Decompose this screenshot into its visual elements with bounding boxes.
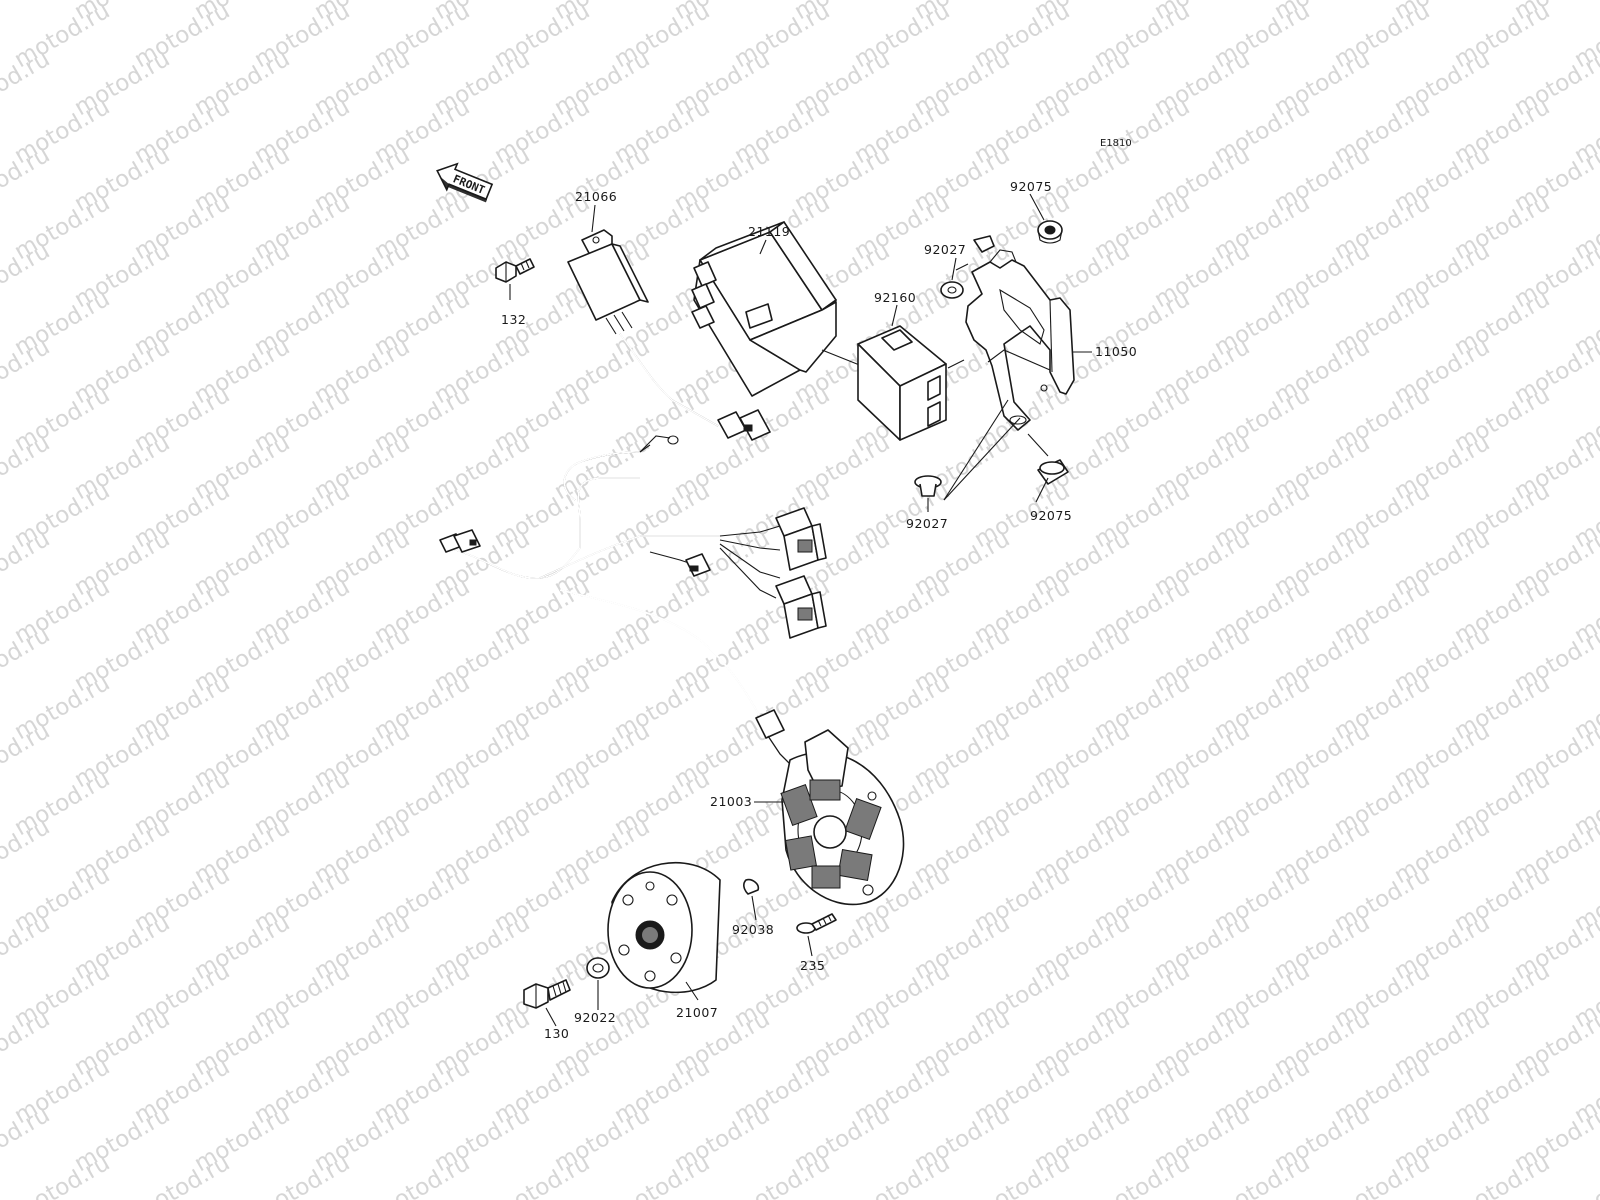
watermark-text: motod.ru [0,0,54,25]
washer-92022 [586,957,610,979]
watermark-text: motod.ru [1450,1150,1554,1200]
watermark-text: motod.ru [970,1150,1074,1200]
watermark-text: motod.ru [10,1150,114,1200]
watermark-text: motod.ru [0,718,54,793]
collar-92027-top [940,263,969,299]
part-label-92022: 92022 [574,1010,616,1025]
stator-coils [780,779,882,889]
wiring-harness [439,435,827,765]
part-label-11050: 11050 [1095,344,1137,359]
watermark-text: motod.ru [0,814,54,889]
watermark-text: motod.ru [0,142,54,217]
part-label-92027-bottom: 92027 [906,516,948,531]
cdi-unit-21119 [691,221,863,397]
watermark-text: motod.ru [0,238,54,313]
bracket-11050 [965,235,1075,431]
bolt-132 [495,258,535,283]
part-label-21119: 21119 [748,224,790,239]
watermark-text: motod.ru [490,1150,594,1200]
grommet-92075-bottom [1027,433,1069,485]
watermark-text: motod.ru [0,622,54,697]
part-label-92038: 92038 [732,922,774,937]
watermark-text: motod.ru [1090,1150,1194,1200]
part-label-21003: 21003 [710,794,752,809]
watermark-text: motod.ru [0,910,54,985]
part-number-labels: 21066 21119 132 92075 92027 92160 11050 … [501,179,1137,1041]
part-label-132: 132 [501,312,526,327]
watermark-text: motod.ru [1210,1150,1314,1200]
collar-92027-bottom [914,399,1021,501]
watermark-text: motod.ru [850,1150,954,1200]
watermark-text: motod.ru [730,1150,834,1200]
grommet-92075-top [1037,220,1063,244]
part-label-92075-bottom: 92075 [1030,508,1072,523]
part-label-130: 130 [544,1026,569,1041]
watermark-text: motod.ru [0,430,54,505]
key-92038 [743,878,760,895]
relay-module-21066 [567,229,771,441]
part-label-92160: 92160 [874,290,916,305]
bolt-130 [523,979,571,1009]
part-label-21066: 21066 [575,189,617,204]
watermark-text: motod.ru [1330,1150,1434,1200]
watermark-text: motod.ru [0,46,54,121]
rotor-21007 [607,861,721,994]
watermark-text: motod.ru [1570,1150,1600,1200]
watermark-text: motod.ru [250,1150,354,1200]
stator-21003 [780,729,905,906]
diagram-code: E1810 [1100,138,1132,149]
part-label-92027-top: 92027 [924,242,966,257]
screw-235 [796,913,837,934]
watermark-text: motod.ru [370,1150,474,1200]
watermark-text: motod.ru [0,1102,54,1177]
part-label-235: 235 [800,958,825,973]
watermark-text: motod.ru [610,1150,714,1200]
part-label-92075-top: 92075 [1010,179,1052,194]
watermark-text: motod.ru [0,334,54,409]
watermark-text: motod.ru [130,1150,234,1200]
damper-92160 [857,325,965,441]
part-label-21007: 21007 [676,1005,718,1020]
watermark-text: motod.ru [0,526,54,601]
leader-lines [509,193,1092,1027]
watermark-text: motod.ru [0,1006,54,1081]
